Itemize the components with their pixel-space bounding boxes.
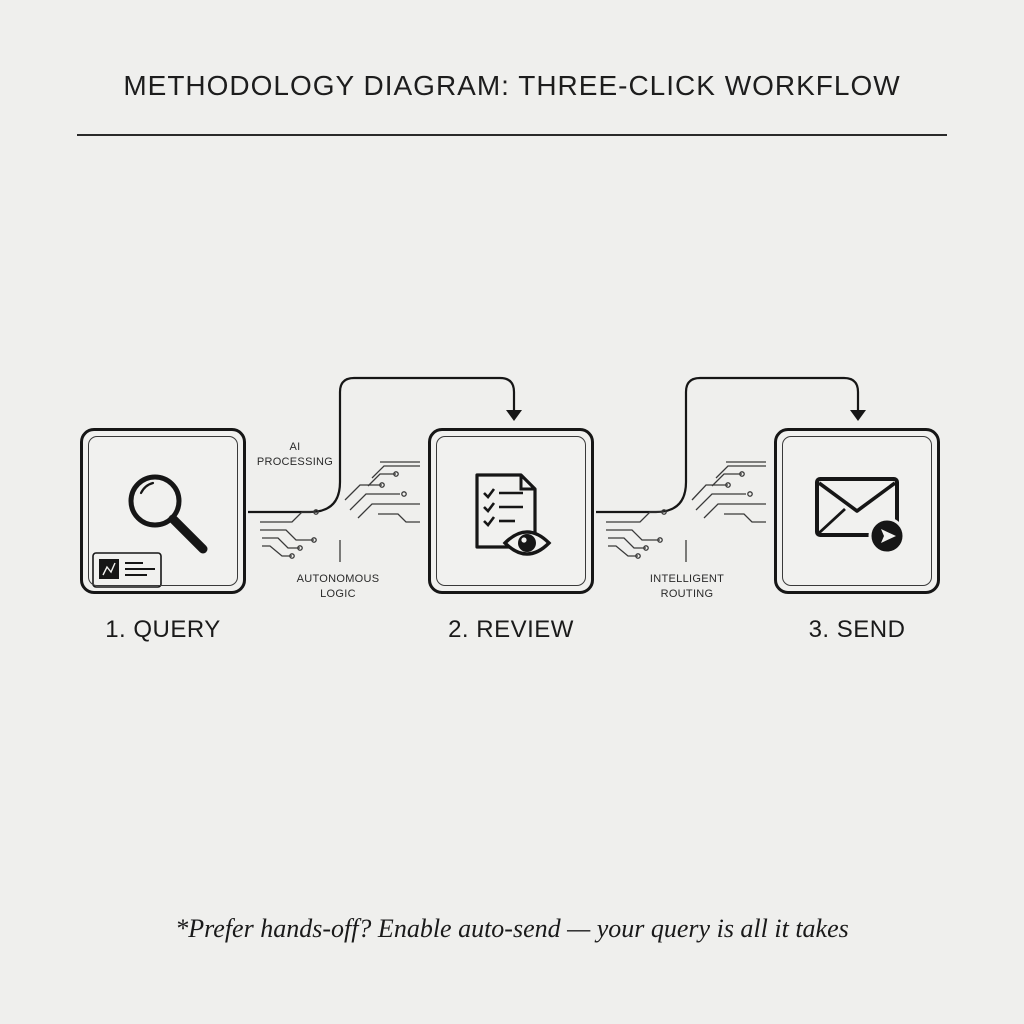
annotation-line: LOGIC [320,588,356,600]
document-eye-icon [475,473,552,556]
title-divider [77,134,947,136]
circuit-traces-2 [606,461,766,562]
connector-review-to-send [596,376,866,514]
connector-arrow-line [248,376,516,514]
annotation-line: PROCESSING [256,456,334,468]
connector1-bottom-annotation: AUTONOMOUS LOGIC [288,572,388,602]
envelope-send-icon [815,477,906,555]
annotation-line: AI [289,441,301,453]
annotation-line: AUTONOMOUS [296,573,380,585]
magnifier-icon [128,474,208,554]
connector-arrow-line [596,376,860,514]
step-review-box[interactable] [428,428,594,594]
annotation-line: INTELLIGENT [649,573,725,585]
arrow-head [850,410,866,421]
footnote: *Prefer hands-off? Enable auto-send — yo… [175,914,849,943]
step-query-box[interactable] [80,428,246,594]
data-card-icon [92,552,162,588]
connector-query-to-review [248,376,522,514]
circuit-traces-1 [260,461,420,562]
connector2-bottom-annotation: INTELLIGENT ROUTING [637,572,737,602]
connector1-top-annotation: AI PROCESSING [250,440,340,470]
step-label-query: 1. QUERY [105,616,221,643]
step-label-review: 2. REVIEW [448,616,574,643]
annotation-line: ROUTING [660,588,714,600]
diagram-title: METHODOLOGY DIAGRAM: THREE-CLICK WORKFLO… [123,70,901,101]
step-send-box[interactable] [774,428,940,594]
arrow-head [506,410,522,421]
step-label-send: 3. SEND [808,616,906,643]
